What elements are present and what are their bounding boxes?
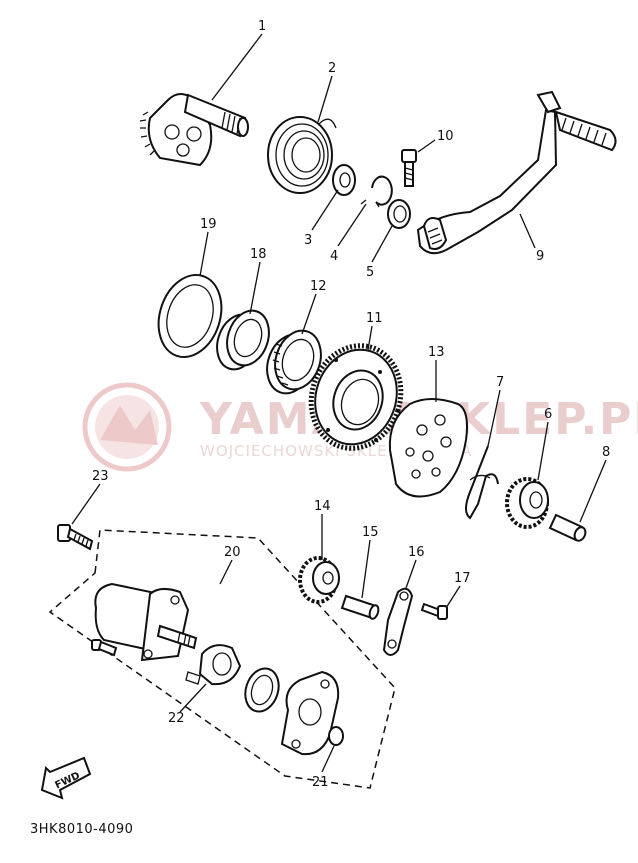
- watermark-logo: [82, 382, 172, 472]
- callout-13: 13: [428, 345, 445, 360]
- part-10-bolt: [401, 149, 417, 187]
- callout-4: 4: [330, 249, 338, 264]
- part-8-pin: [548, 513, 587, 542]
- leader-lines: [71, 33, 607, 773]
- callout-22: 22: [168, 711, 185, 726]
- part-23-bolt: [57, 524, 94, 551]
- part-11-gear-wheel: [308, 343, 404, 451]
- callout-23: 23: [92, 469, 109, 484]
- callout-14: 14: [314, 499, 331, 514]
- callout-20: 20: [224, 545, 241, 560]
- callout-numbers: 1 2 3 4 5 6 7 8 9 10 11 12 13 14 15 16 1…: [92, 19, 610, 790]
- callout-17: 17: [454, 571, 471, 586]
- part-14-gear: [298, 556, 340, 604]
- part-2-spring: [267, 116, 337, 194]
- callout-15: 15: [362, 525, 379, 540]
- part-12-needle-bearing: [266, 329, 322, 395]
- callout-11: 11: [366, 311, 383, 326]
- callout-9: 9: [536, 249, 544, 264]
- part-19-washer: [157, 273, 223, 359]
- callout-8: 8: [602, 445, 610, 460]
- part-20-starter-assembly: [48, 529, 396, 789]
- callout-21: 21: [312, 775, 329, 790]
- callout-7: 7: [496, 375, 504, 390]
- part-5-bushing: [387, 199, 411, 229]
- part-4-circlip: [360, 175, 393, 208]
- callout-12: 12: [310, 279, 327, 294]
- part-7-clip: [465, 445, 499, 520]
- fwd-arrow: FWD: [40, 756, 92, 800]
- part-16-bracket: [382, 587, 414, 656]
- part-9-kick-crank: [416, 90, 617, 255]
- callout-18: 18: [250, 247, 267, 262]
- part-3-washer: [332, 164, 356, 196]
- diagram-code: 3HK8010-4090: [30, 822, 133, 837]
- part-13-ratchet-plate: [388, 398, 468, 498]
- callout-1: 1: [258, 19, 266, 34]
- part-18-collar: [216, 309, 270, 371]
- callout-19: 19: [200, 217, 217, 232]
- callout-5: 5: [366, 265, 374, 280]
- callout-16: 16: [408, 545, 425, 560]
- callout-6: 6: [544, 407, 552, 422]
- callout-3: 3: [304, 233, 312, 248]
- part-6-pinion: [505, 477, 549, 529]
- callout-2: 2: [328, 61, 336, 76]
- part-1-kick-axle: [139, 93, 249, 167]
- part-15-shaft: [340, 594, 380, 620]
- callout-10: 10: [437, 129, 454, 144]
- part-17-screw: [420, 602, 448, 620]
